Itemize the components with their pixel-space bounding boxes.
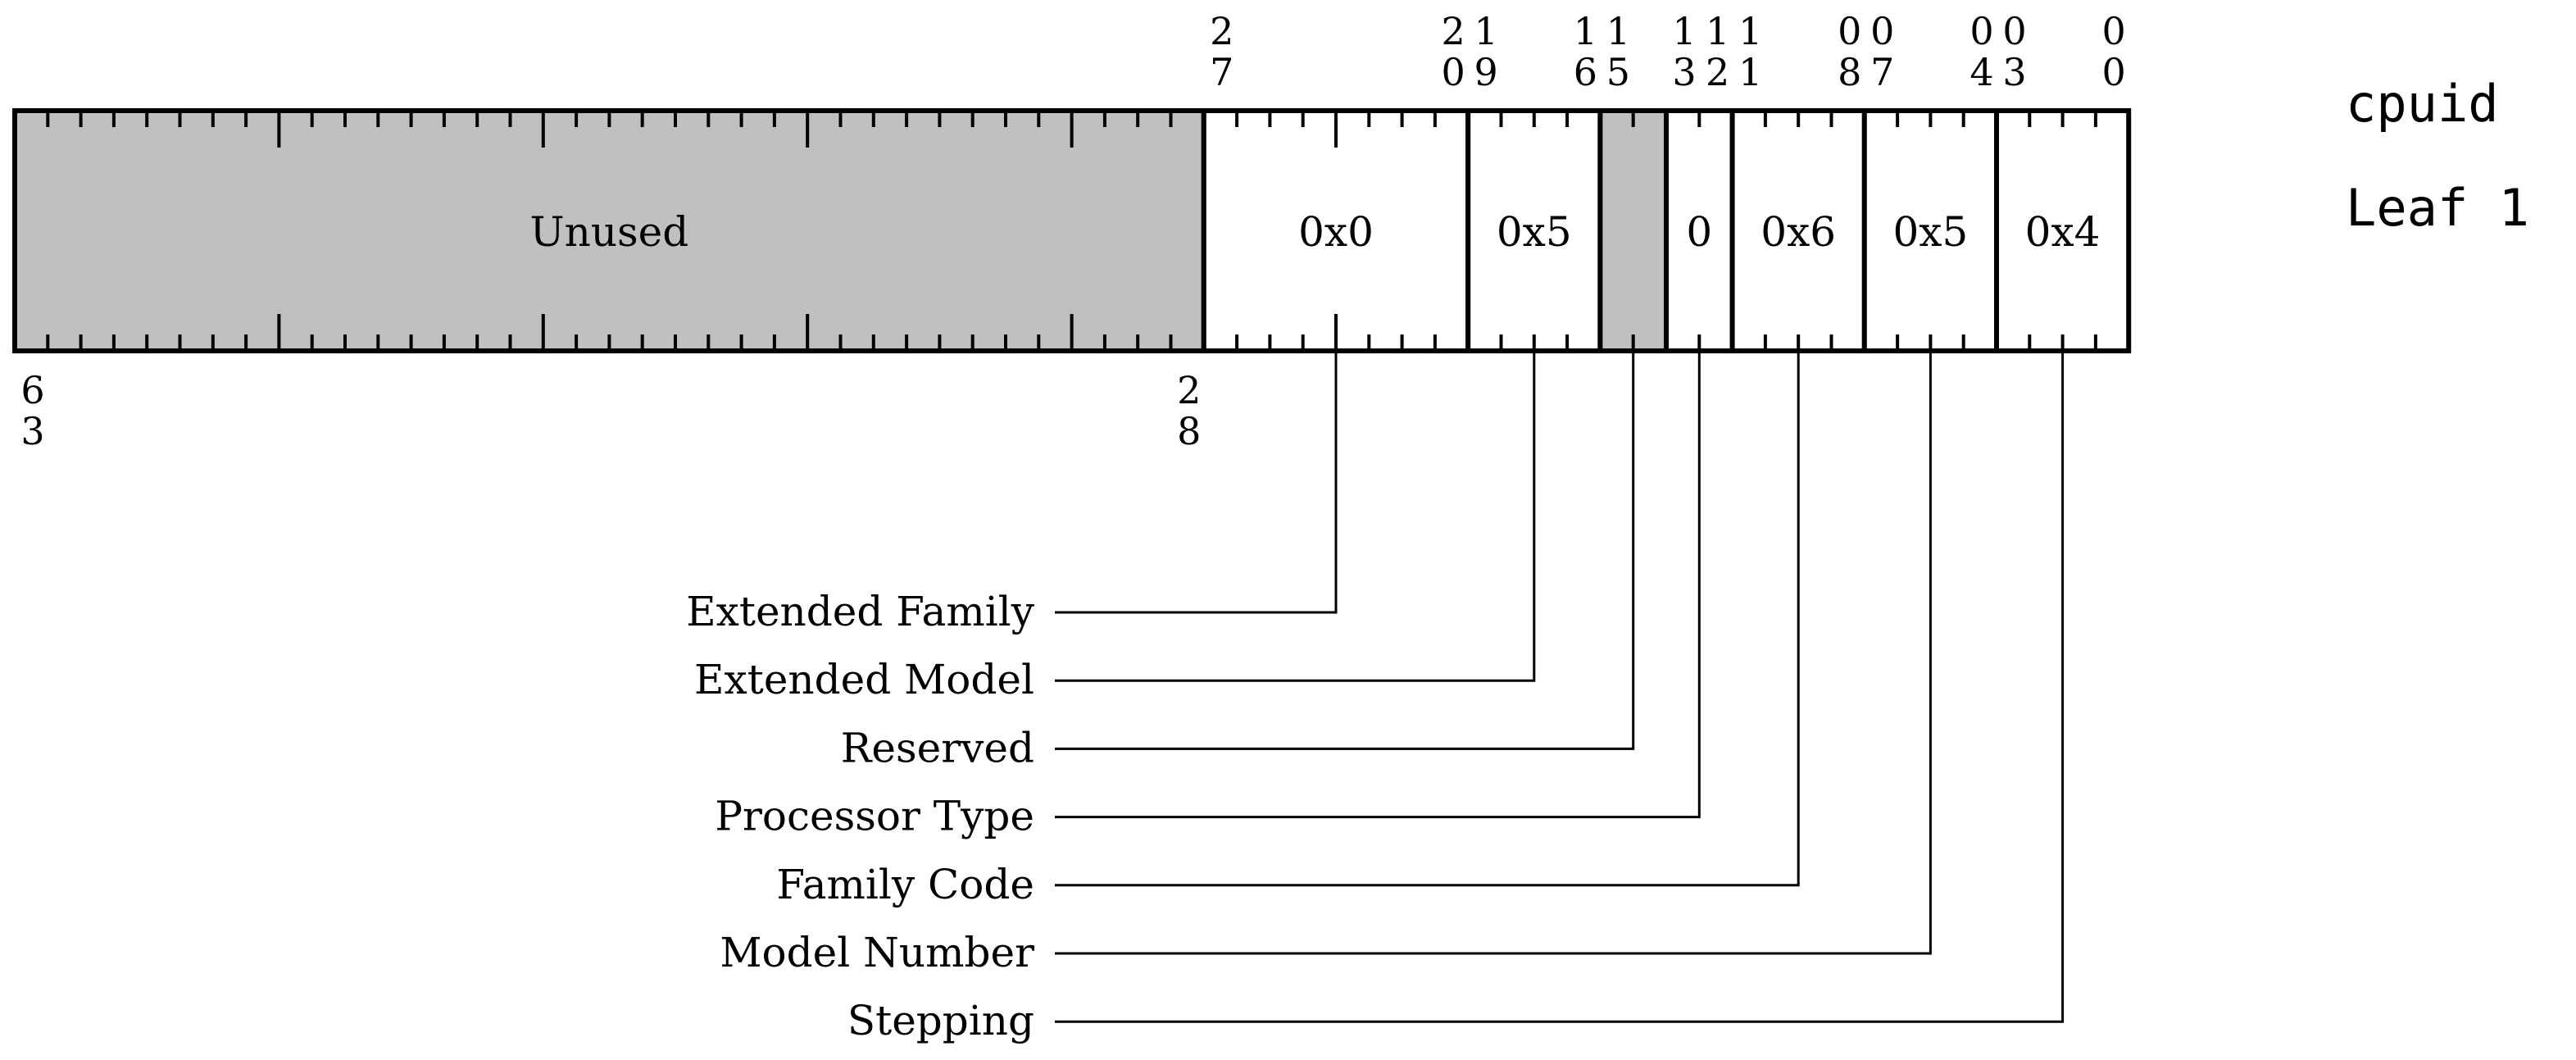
bit-label-top-11-digit-1: 1 [1738, 50, 1762, 94]
bit-label-top-13-digit-0: 1 [1672, 9, 1696, 53]
field-box-3 [1597, 108, 1670, 353]
bit-ticks [46, 111, 2097, 351]
field-name-5: Model Number [720, 929, 1034, 976]
bit-label-top-15-digit-0: 1 [1606, 9, 1630, 53]
leader-line-4 [1055, 351, 1800, 887]
leader-line-2 [1055, 351, 1635, 750]
bit-label-top-7-digit-0: 0 [1870, 9, 1894, 53]
field-box-0 [12, 108, 1206, 353]
bit-label-top-0-digit-1: 0 [2102, 50, 2126, 94]
title-line-leaf: Leaf 1 [2346, 178, 2529, 238]
bit-label-bottom-28-digit-1: 8 [1177, 409, 1201, 453]
bit-label-top-8-digit-0: 0 [1838, 9, 1861, 53]
leader-line-0 [1055, 351, 1338, 614]
bit-label-top-0-digit-0: 0 [2102, 9, 2126, 53]
register-title: cpuid Leaf 1 [2346, 74, 2529, 238]
field-value-2: 0x5 [1497, 208, 1572, 256]
bit-label-bottom-28-digit-0: 2 [1177, 368, 1201, 412]
field-name-6: Stepping [847, 997, 1034, 1044]
leader-line-6 [1055, 351, 2065, 1023]
bit-label-bottom-63-digit-1: 3 [20, 409, 44, 453]
register-fields: Unused 0x0 0x5 0 0x6 0x5 0x4 [12, 108, 2132, 353]
bit-label-top-3-digit-0: 0 [2002, 9, 2026, 53]
bit-label-top-4-digit-1: 4 [1969, 50, 1993, 94]
bit-label-top-19-digit-0: 1 [1474, 9, 1498, 53]
bit-label-top-16-digit-0: 1 [1574, 9, 1597, 53]
field-value-4: 0 [1686, 208, 1712, 256]
bit-label-top-8-digit-1: 8 [1838, 50, 1861, 94]
leader-line-5 [1055, 351, 1932, 955]
bit-label-top-27-digit-1: 7 [1210, 50, 1233, 94]
bit-label-top-4-digit-0: 0 [1969, 9, 1993, 53]
bit-label-top-13-digit-1: 3 [1672, 50, 1696, 94]
field-value-0: Unused [529, 208, 688, 256]
bit-label-top-11-digit-0: 1 [1738, 9, 1762, 53]
field-name-4: Family Code [776, 861, 1034, 908]
field-value-6: 0x5 [1892, 208, 1968, 256]
bit-label-top-12-digit-1: 2 [1706, 50, 1729, 94]
field-name-0: Extended Family [686, 588, 1035, 635]
bit-label-top-20-digit-0: 2 [1442, 9, 1465, 53]
bit-label-top-12-digit-0: 1 [1706, 9, 1729, 53]
leader-line-3 [1055, 351, 1701, 819]
field-value-1: 0x0 [1298, 208, 1374, 256]
bit-label-bottom-63-digit-0: 6 [20, 368, 44, 412]
field-name-3: Processor Type [715, 793, 1034, 840]
field-value-5: 0x6 [1760, 208, 1836, 256]
field-name-1: Extended Model [694, 656, 1034, 703]
leader-line-1 [1055, 351, 1536, 682]
bit-label-top-16-digit-1: 6 [1574, 50, 1597, 94]
leader-lines [1055, 351, 2065, 1023]
bit-label-top-20-digit-1: 0 [1442, 50, 1465, 94]
field-name-2: Reserved [841, 724, 1034, 771]
bit-label-top-7-digit-1: 7 [1870, 50, 1894, 94]
title-line-cpuid: cpuid [2346, 74, 2499, 134]
bit-label-top-15-digit-1: 5 [1606, 50, 1630, 94]
bit-label-top-3-digit-1: 3 [2002, 50, 2026, 94]
bit-label-top-27-digit-0: 2 [1210, 9, 1233, 53]
bit-label-top-19-digit-1: 9 [1474, 50, 1498, 94]
field-value-7: 0x4 [2025, 208, 2101, 256]
